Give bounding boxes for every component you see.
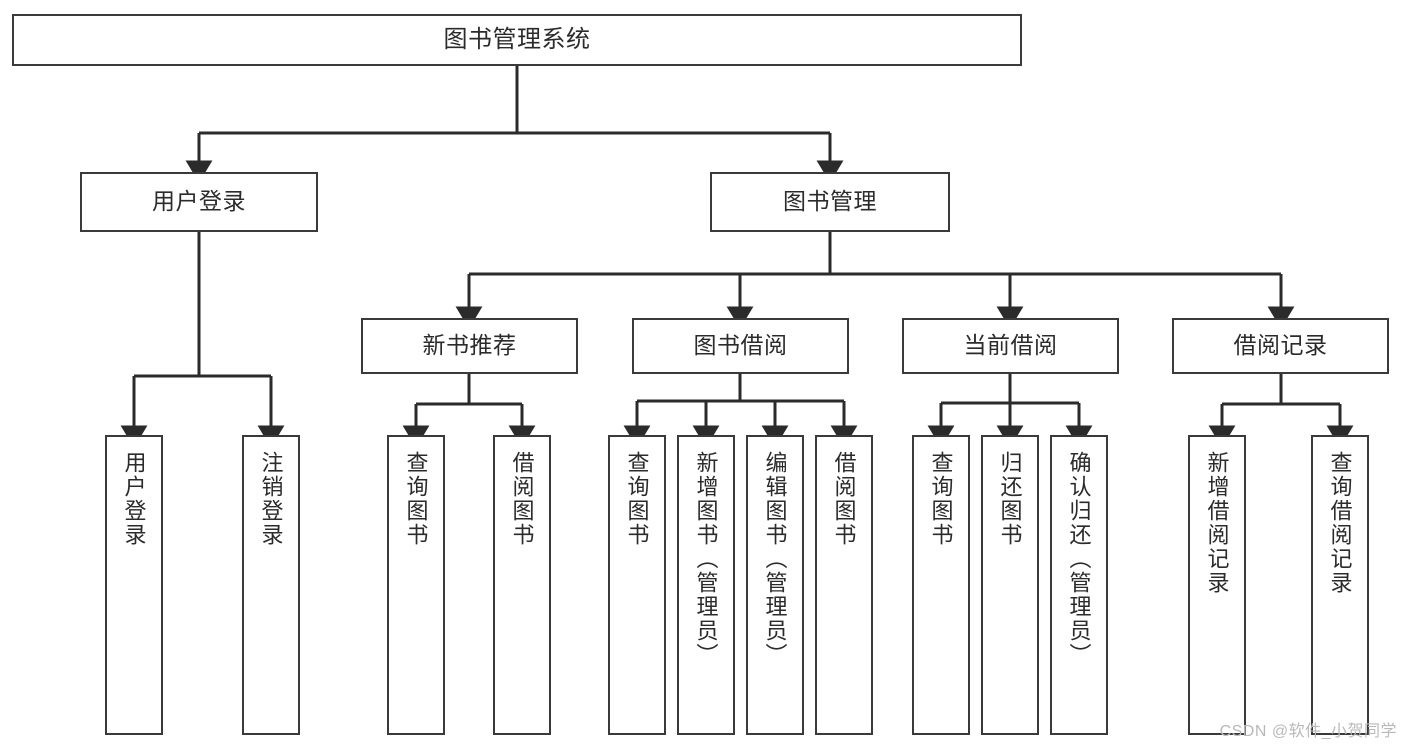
node-root[interactable]: 图书管理系统 [12, 14, 1022, 66]
csdn-watermark: CSDN @软件_小贺同学 [1219, 723, 1397, 740]
node-book-borrow-label: 图书借阅 [693, 332, 788, 359]
leaf-borrow-book-2-label: 借阅图书 [831, 451, 857, 547]
leaf-query-record[interactable]: 查询借阅记录 [1311, 435, 1369, 735]
leaf-add-record[interactable]: 新增借阅记录 [1188, 435, 1246, 735]
leaf-query-book-2-label: 查询图书 [624, 451, 650, 547]
leaf-query-book-3-label: 查询图书 [928, 451, 954, 547]
node-user-login-label: 用户登录 [152, 188, 246, 215]
leaf-logout-login-label: 注销登录 [258, 451, 284, 547]
leaf-add-book[interactable]: 新增图书（管理员） [677, 435, 735, 735]
leaf-add-book-label: 新增图书（管理员） [693, 451, 719, 667]
leaf-query-record-label: 查询借阅记录 [1327, 451, 1353, 595]
leaf-return-book-label: 归还图书 [997, 451, 1023, 547]
node-current-borrow-label: 当前借阅 [963, 332, 1058, 359]
leaf-borrow-book-1[interactable]: 借阅图书 [493, 435, 551, 735]
leaf-return-book[interactable]: 归还图书 [981, 435, 1039, 735]
node-user-login[interactable]: 用户登录 [80, 172, 318, 232]
node-borrow-record-label: 借阅记录 [1233, 332, 1328, 359]
leaf-logout-login[interactable]: 注销登录 [242, 435, 300, 735]
leaf-confirm-return[interactable]: 确认归还（管理员） [1050, 435, 1108, 735]
leaf-borrow-book-1-label: 借阅图书 [509, 451, 535, 547]
node-current-borrow[interactable]: 当前借阅 [902, 318, 1119, 374]
node-book-management-label: 图书管理 [783, 188, 877, 215]
leaf-add-record-label: 新增借阅记录 [1204, 451, 1230, 595]
leaf-borrow-book-2[interactable]: 借阅图书 [815, 435, 873, 735]
node-book-management[interactable]: 图书管理 [710, 172, 950, 232]
node-borrow-record[interactable]: 借阅记录 [1172, 318, 1389, 374]
leaf-confirm-return-label: 确认归还（管理员） [1066, 451, 1092, 667]
leaf-user-login[interactable]: 用户登录 [105, 435, 163, 735]
leaf-query-book-1-label: 查询图书 [403, 451, 429, 547]
leaf-edit-book-label: 编辑图书（管理员） [762, 451, 788, 667]
node-new-book-recommend[interactable]: 新书推荐 [361, 318, 578, 374]
leaf-edit-book[interactable]: 编辑图书（管理员） [746, 435, 804, 735]
leaf-query-book-3[interactable]: 查询图书 [912, 435, 970, 735]
leaf-query-book-1[interactable]: 查询图书 [387, 435, 445, 735]
node-new-book-recommend-label: 新书推荐 [422, 332, 517, 359]
node-root-label: 图书管理系统 [443, 25, 591, 53]
node-book-borrow[interactable]: 图书借阅 [632, 318, 849, 374]
leaf-user-login-label: 用户登录 [121, 451, 147, 547]
leaf-query-book-2[interactable]: 查询图书 [608, 435, 666, 735]
